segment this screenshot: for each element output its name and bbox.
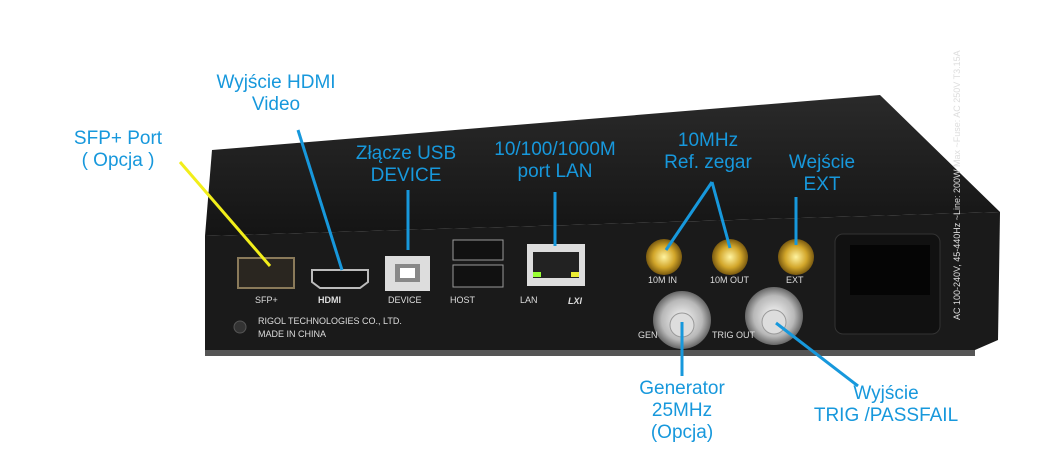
sfp-label: SFP+ (255, 295, 278, 305)
hdmi-port (311, 269, 369, 289)
usb-host-port-1 (452, 239, 504, 261)
usb-device-core (400, 268, 415, 278)
callout-text: Złącze USB (355, 143, 457, 164)
device-top-surface (205, 95, 1000, 236)
maker-label: RIGOL TECHNOLOGIES CO., LTD. (258, 316, 402, 326)
origin-label: MADE IN CHINA (258, 329, 326, 339)
callout-text: EXT (803, 174, 841, 195)
callout-text: Wejście (788, 152, 856, 173)
usb-host-port-2 (452, 264, 504, 288)
callout-text: (Opcja) (650, 422, 714, 443)
callout-sfp: SFP+ Port( Opcja ) (74, 128, 162, 172)
callout-text: 10MHz (677, 130, 739, 151)
sma-10m-in (646, 239, 682, 275)
callout-text: port LAN (517, 161, 593, 182)
bnc-trig-core (761, 309, 787, 335)
callout-pointers (296, 129, 859, 388)
device-shadow (205, 350, 975, 356)
callout-text: Ref. zegar (664, 152, 752, 173)
sfp-pointer (178, 161, 272, 267)
lan-led (571, 272, 579, 277)
lan-led (533, 272, 541, 277)
sma-ext (778, 239, 814, 275)
callout-text: Wyjście (853, 383, 919, 404)
10m-out-label: 10M OUT (710, 275, 750, 285)
gen-label: GEN (638, 330, 658, 340)
10m-in-label: 10M IN (648, 275, 677, 285)
callout-text: Video (251, 94, 301, 115)
callout-text: Wyjście HDMI (216, 72, 336, 93)
callout-text: ( Opcja ) (81, 150, 155, 171)
hdmi-label: HDMI (318, 295, 341, 305)
callout-text: TRIG /PASSFAIL (813, 405, 959, 426)
screw (233, 320, 247, 334)
callout-text: SFP+ Port (73, 128, 163, 149)
host-label: HOST (450, 295, 476, 305)
sma-10m-out (712, 239, 748, 275)
callout-text: DEVICE (370, 165, 442, 186)
callout-text: 10/100/1000M (494, 139, 616, 160)
callout-text: Generator (639, 378, 725, 399)
lxi-logo: LXI (568, 296, 583, 306)
ext-label: EXT (786, 275, 804, 285)
trig-out-label: TRIG OUT (712, 330, 755, 340)
lan-label: LAN (520, 295, 538, 305)
power-socket (850, 245, 930, 295)
callout-text: 25MHz (651, 400, 713, 421)
device-label: DEVICE (388, 295, 422, 305)
power-rating: AC 100-240V, 45-440Hz ~Line: 200W Max ~F… (952, 50, 962, 320)
